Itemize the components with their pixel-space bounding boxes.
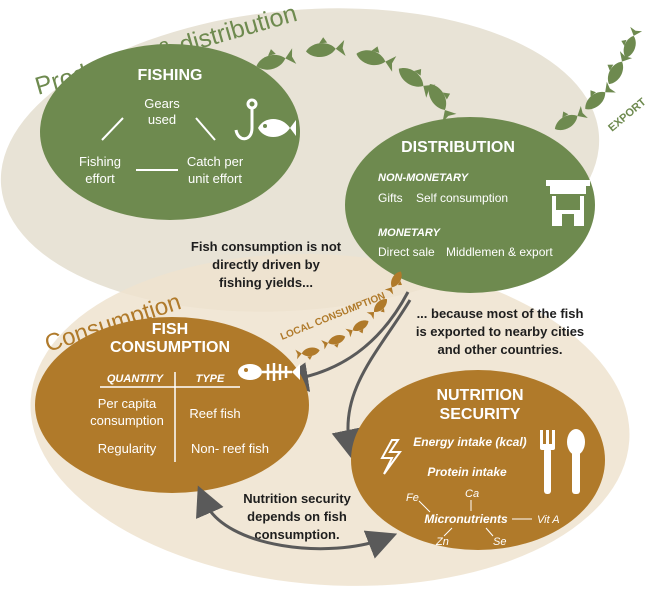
cpue-label-2: unit effort (188, 171, 242, 186)
non-monetary-label: NON-MONETARY (378, 172, 470, 184)
gifts-label: Gifts (378, 191, 403, 205)
fishing-effort-label-1: Fishing (79, 154, 121, 169)
protein-intake-label: Protein intake (427, 465, 507, 479)
exported-note-2: is exported to nearby cities (416, 324, 584, 339)
quantity-header: QUANTITY (107, 373, 165, 385)
gears-used-label-1: Gears (144, 96, 180, 111)
nutrition-note-2: depends on fish (247, 509, 347, 524)
nutrition-title-1: NUTRITION (436, 387, 523, 404)
direct-sale-label: Direct sale (378, 245, 435, 259)
vit-a-label: Vit A (537, 514, 560, 526)
distribution-title: DISTRIBUTION (401, 139, 515, 156)
per-capita-label-1: Per capita (98, 396, 157, 411)
lightning-icon (380, 439, 402, 475)
nutrition-note-1: Nutrition security (243, 491, 351, 506)
gears-used-label-2: used (148, 112, 176, 127)
nutrition-security-node: NUTRITION SECURITY Energy intake (kcal) … (351, 370, 605, 550)
regularity-label: Regularity (98, 441, 157, 456)
nutrition-note-3: consumption. (254, 527, 339, 542)
ca-label: Ca (465, 488, 479, 500)
middlemen-label: Middlemen & export (446, 245, 553, 259)
fe-label: Fe (406, 492, 419, 504)
hook-fish-icon (234, 98, 296, 141)
fishing-effort-label-2: effort (85, 171, 115, 186)
yields-note-2: directly driven by (212, 257, 320, 272)
fishing-node: FISHING Gears used Fishing effort Catch … (40, 44, 300, 220)
zn-label: Zn (435, 536, 449, 548)
fish-consumption-title-1: FISH (152, 321, 188, 338)
cpue-label-1: Catch per (187, 154, 244, 169)
type-header: TYPE (196, 373, 225, 385)
micronutrients-label: Micronutrients (424, 512, 508, 526)
reef-fish-label: Reef fish (189, 406, 240, 421)
yields-note-1: Fish consumption is not (191, 239, 342, 254)
fish-skeleton-icon (238, 363, 300, 381)
nutrition-title-2: SECURITY (440, 406, 521, 423)
self-consumption-label: Self consumption (416, 191, 508, 205)
exported-note-1: ... because most of the fish (417, 306, 584, 321)
fishing-title: FISHING (138, 67, 203, 84)
market-stall-icon (546, 180, 590, 226)
fish-consumption-node: FISH CONSUMPTION QUANTITY TYPE Per capit… (35, 317, 309, 493)
se-label: Se (493, 536, 506, 548)
per-capita-label-2: consumption (90, 413, 164, 428)
distribution-node: DISTRIBUTION NON-MONETARY Gifts Self con… (345, 117, 595, 293)
arrow-consumption-nutrition (196, 485, 398, 559)
energy-intake-label: Energy intake (kcal) (413, 435, 526, 449)
fish-consumption-title-2: CONSUMPTION (110, 339, 230, 356)
monetary-label: MONETARY (378, 227, 442, 239)
arrow-to-fish-consumption (278, 291, 410, 392)
micronutrient-connectors (418, 500, 532, 537)
yields-note-3: fishing yields... (219, 275, 313, 290)
fork-spoon-icon (540, 429, 585, 494)
non-reef-fish-label: Non- reef fish (191, 441, 269, 456)
exported-note-3: and other countries. (438, 342, 563, 357)
arrow-to-nutrition (331, 299, 412, 460)
export-label: EXPORT (606, 96, 645, 134)
